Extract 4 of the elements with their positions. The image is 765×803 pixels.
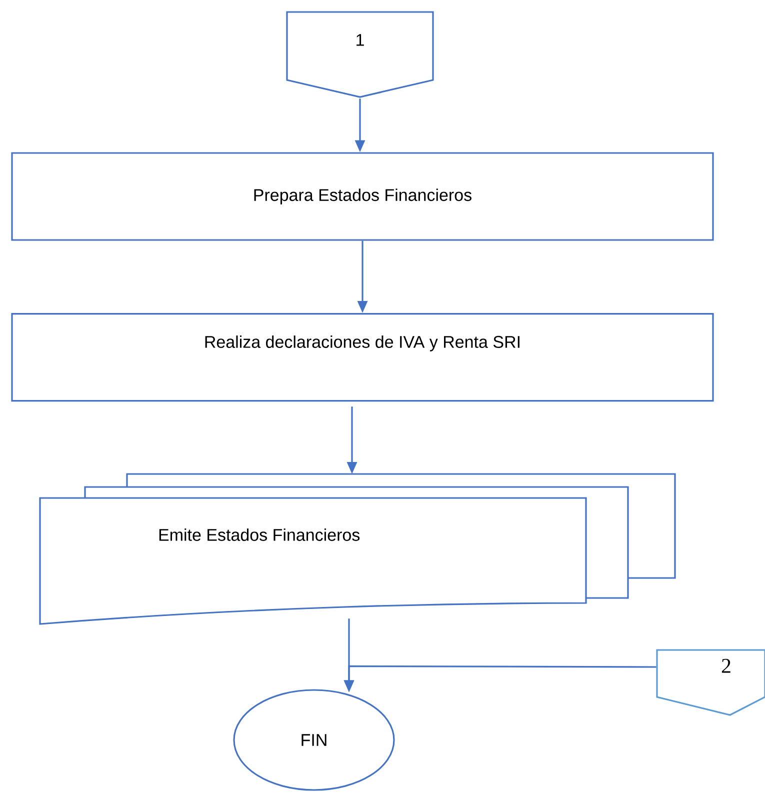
process-box: Prepara Estados Financieros <box>11 152 714 241</box>
offpage-connector: 2 <box>656 649 765 716</box>
process-box: Realiza declaraciones de IVA y Renta SRI <box>11 313 714 402</box>
offpage-connector: 1 <box>286 11 434 98</box>
